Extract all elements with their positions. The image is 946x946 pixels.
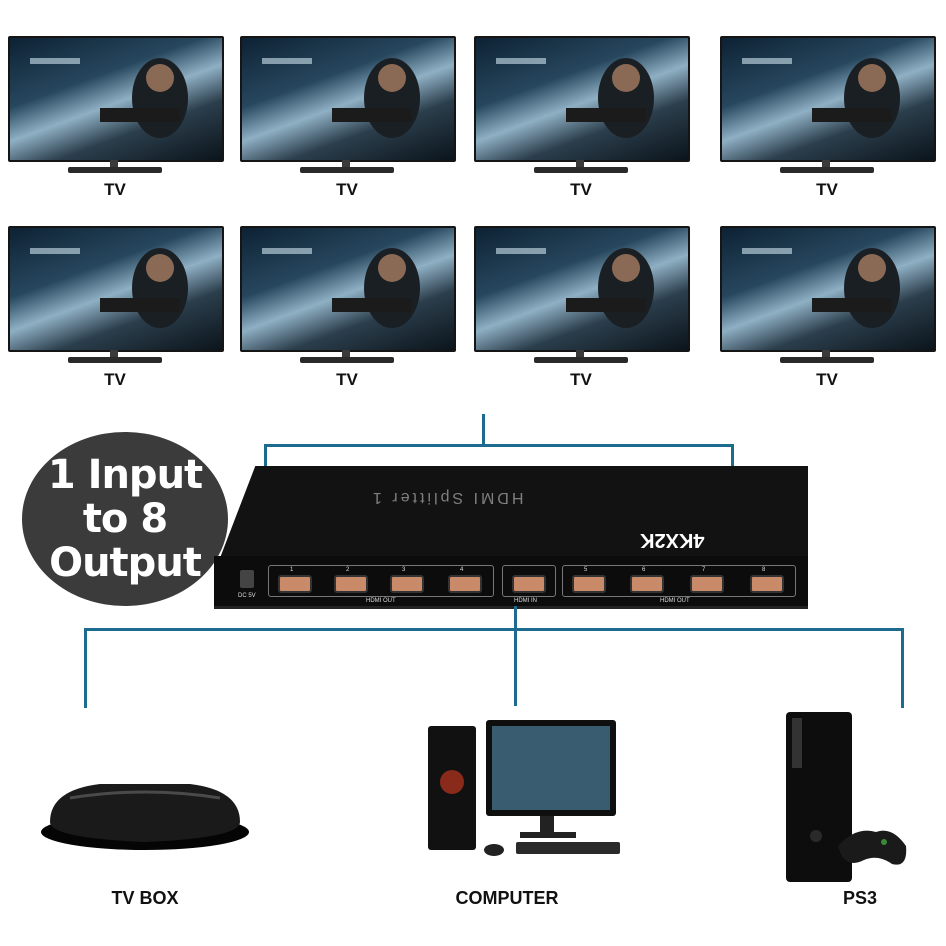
connector-line bbox=[264, 444, 734, 447]
hdmi-out-port-3 bbox=[390, 575, 424, 593]
tv-label: TV bbox=[570, 180, 592, 199]
hdmi-out-label-2: HDMI OUT bbox=[660, 598, 690, 604]
hdmi-out-port-2 bbox=[334, 575, 368, 593]
hdmi-out-port-1 bbox=[278, 575, 312, 593]
ps3-device bbox=[780, 708, 910, 884]
tv-label: TV bbox=[816, 180, 838, 199]
tv-screen bbox=[240, 36, 456, 162]
tv-label: TV bbox=[336, 370, 358, 389]
splitter-brand: 4KX2K bbox=[640, 529, 705, 551]
dc-label: DC 5V bbox=[238, 593, 256, 599]
tv-screen bbox=[240, 226, 456, 352]
connector-line bbox=[514, 606, 517, 706]
splitter-model: HDMI Splitter 1 bbox=[370, 489, 524, 506]
connector-line bbox=[264, 444, 267, 468]
tv-screen bbox=[8, 226, 224, 352]
hdmi-out-port-8 bbox=[750, 575, 784, 593]
port-number: 7 bbox=[702, 567, 706, 573]
computer-label: COMPUTER bbox=[455, 888, 559, 908]
hdmi-out-group-1 bbox=[268, 565, 494, 597]
port-number: 8 bbox=[762, 567, 766, 573]
port-number: 6 bbox=[642, 567, 646, 573]
dc-port bbox=[240, 570, 254, 588]
port-number: 2 bbox=[346, 567, 350, 573]
badge-line-1: 1 Input bbox=[47, 452, 203, 498]
connector-line bbox=[84, 628, 904, 631]
tv-box-device bbox=[40, 772, 250, 852]
ps3-label: PS3 bbox=[842, 888, 878, 908]
port-number: 4 bbox=[460, 567, 464, 573]
hdmi-out-port-4 bbox=[448, 575, 482, 593]
hdmi-in-group bbox=[502, 565, 556, 597]
tv-label: TV bbox=[104, 180, 126, 199]
tv-label: TV bbox=[336, 180, 358, 199]
port-number: 1 bbox=[290, 567, 294, 573]
tv-label: TV bbox=[104, 370, 126, 389]
hdmi-out-port-7 bbox=[690, 575, 724, 593]
hdmi-out-label-1: HDMI OUT bbox=[366, 598, 396, 604]
tv-screen bbox=[474, 36, 690, 162]
input-output-badge: 1 Input to 8 Output bbox=[22, 432, 228, 606]
hdmi-in-label: HDMI IN bbox=[514, 598, 537, 604]
computer-device bbox=[424, 712, 624, 862]
tv-screen bbox=[8, 36, 224, 162]
connector-line bbox=[731, 444, 734, 468]
tv-box-label: TV BOX bbox=[111, 888, 179, 908]
port-number: 5 bbox=[584, 567, 588, 573]
badge-line-3: Output bbox=[49, 540, 202, 586]
hdmi-out-port-6 bbox=[630, 575, 664, 593]
tv-screen bbox=[720, 36, 936, 162]
tv-label: TV bbox=[816, 370, 838, 389]
connector-line bbox=[901, 628, 904, 708]
hdmi-out-group-2 bbox=[562, 565, 796, 597]
splitter-top bbox=[220, 466, 808, 558]
tv-label: TV bbox=[570, 370, 592, 389]
tv-screen bbox=[474, 226, 690, 352]
hdmi-in-port bbox=[512, 575, 546, 593]
badge-line-2: to 8 bbox=[82, 496, 168, 542]
port-number: 3 bbox=[402, 567, 406, 573]
connector-line bbox=[84, 628, 87, 708]
hdmi-out-port-5 bbox=[572, 575, 606, 593]
connector-line bbox=[482, 414, 485, 446]
tv-screen bbox=[720, 226, 936, 352]
